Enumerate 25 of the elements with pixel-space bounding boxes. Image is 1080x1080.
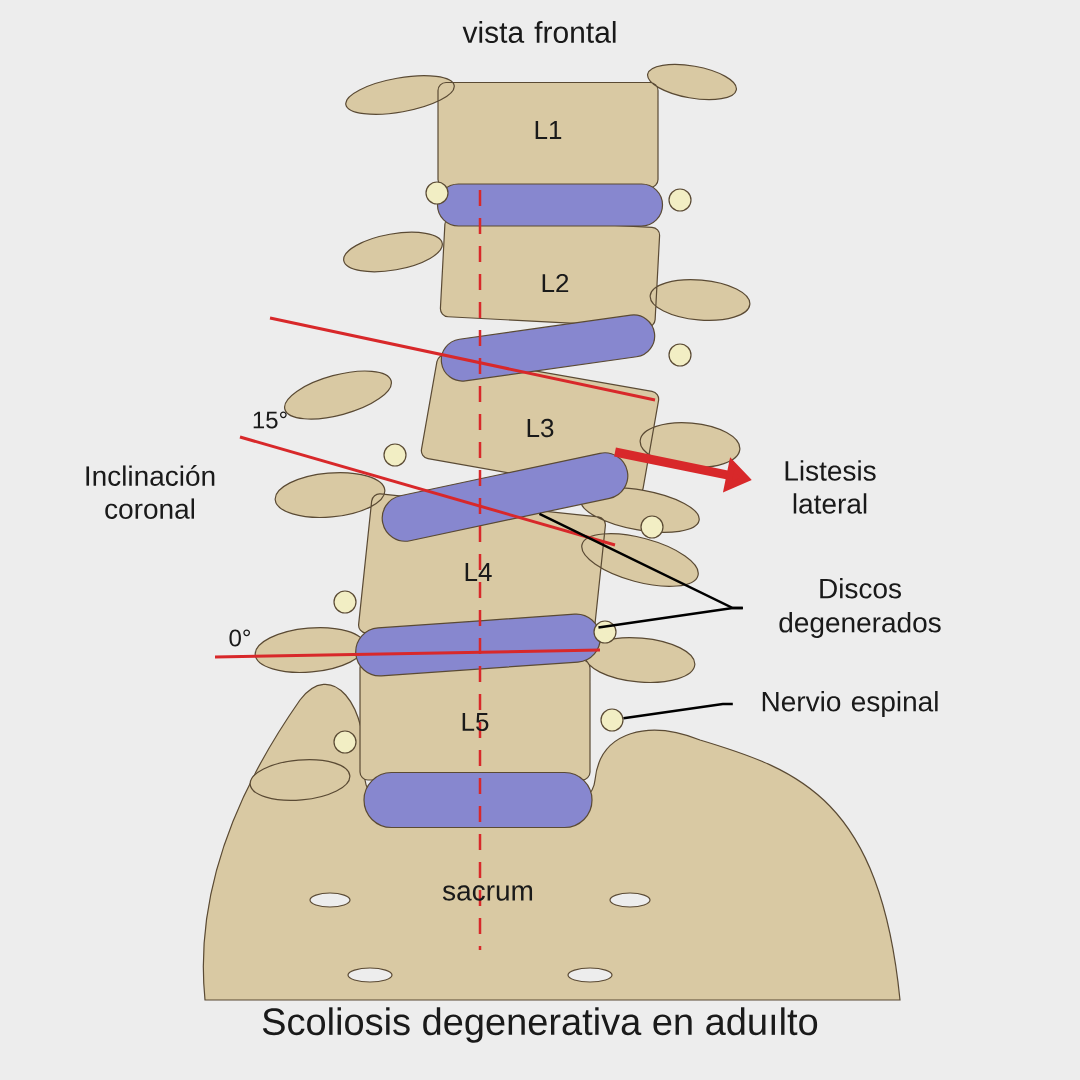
vertebra-label: L3 xyxy=(527,418,554,438)
vertebra-label: L2 xyxy=(542,273,569,293)
spinal-nerve xyxy=(383,443,407,467)
spinal-nerve xyxy=(668,343,692,367)
spinal-nerve xyxy=(425,181,449,205)
annotation-label: Listesis lateral xyxy=(785,460,876,514)
view-label: vista frontal xyxy=(462,21,616,44)
vertebra-label: L4 xyxy=(465,563,492,581)
leader-line xyxy=(598,606,743,629)
spinal-nerve xyxy=(593,620,617,644)
spinal-nerve xyxy=(333,590,357,614)
angle-label: 0° xyxy=(229,629,251,647)
spinal-nerve xyxy=(640,515,664,539)
callout-label: Nervio espinal xyxy=(762,690,938,718)
vertebra-label: L5 xyxy=(462,712,489,732)
callout-label: Discos degenerados xyxy=(779,577,941,639)
title: Scoliosis degenerativa en aduılto xyxy=(262,1007,818,1043)
spinal-nerve xyxy=(333,730,357,754)
spinal-nerve xyxy=(668,188,692,212)
angle-label: 15° xyxy=(253,411,287,429)
annotation-label: Inclinación coronal xyxy=(86,465,215,519)
leader-line xyxy=(623,702,733,720)
spinal-nerve xyxy=(600,708,624,732)
sacrum-label: sacrum xyxy=(442,885,533,901)
vertebra-label: L1 xyxy=(535,121,562,139)
